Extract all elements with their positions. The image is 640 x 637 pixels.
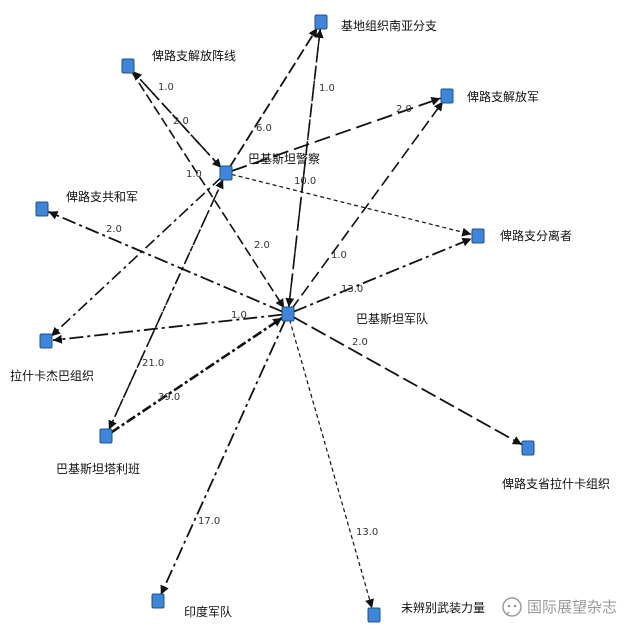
node-marker xyxy=(440,88,454,104)
node-marker xyxy=(471,228,485,244)
node-aq-south: 基地组织南亚分支 xyxy=(314,14,437,33)
node-marker xyxy=(314,14,328,30)
node-separatists: 俾路支分离者 xyxy=(471,228,572,244)
edge-weight-label: 2.0 xyxy=(396,104,412,115)
edge-pak_army-to-let_bal xyxy=(292,316,523,446)
edge-weight-label: 6.0 xyxy=(256,123,272,134)
edge-pak_police-to-bla_army xyxy=(231,97,441,172)
edge-weight-label: 2.0 xyxy=(352,337,368,348)
node-unknown: 未辨别武装力量 xyxy=(367,601,485,623)
node-indian-army: 印度军队 xyxy=(151,593,232,619)
node-pak-police: 巴基斯坦警察 xyxy=(219,151,320,181)
nodes-layer: 巴基斯坦军队 巴基斯坦警察 基地组织南亚分支俾路支解放阵线俾路支解放军俾路支共和军俾… xyxy=(10,14,610,623)
node-label: 俾路支解放阵线 xyxy=(152,48,236,63)
edge-pak_police-to-bla_line xyxy=(132,70,223,170)
node-label: 巴基斯坦军队 xyxy=(356,311,428,326)
edge-weight-label: 2.0 xyxy=(106,224,122,235)
node-label: 拉什卡杰巴组织 xyxy=(10,368,94,383)
node-marker xyxy=(521,440,535,456)
node-label: 俾路支共和军 xyxy=(66,189,138,204)
edge-weight-label: 2.0 xyxy=(254,240,270,251)
node-brg: 俾路支共和军 xyxy=(35,189,138,217)
edge-pak_army-to-lej xyxy=(52,313,283,344)
node-marker xyxy=(121,58,135,74)
edge-pak_army-to-separatists xyxy=(293,237,472,313)
edge-weight-label: 13.0 xyxy=(356,527,378,538)
edge-weight-label: 1.0 xyxy=(331,250,347,261)
edge-pak_police-to-aq_south xyxy=(228,27,319,169)
edge-bla_line-to-pak_army xyxy=(130,70,285,309)
node-marker xyxy=(367,607,381,623)
edge-weight-label: 39.0 xyxy=(158,392,180,403)
node-marker xyxy=(151,593,165,609)
node-marker xyxy=(39,333,53,349)
node-label: 未辨别武装力量 xyxy=(401,601,485,615)
node-label: 基地组织南亚分支 xyxy=(341,18,437,33)
node-lej: 拉什卡杰巴组织 xyxy=(10,333,94,383)
edge-pak_army-to-bla_army xyxy=(290,101,444,310)
edge-weight-label: 1.0 xyxy=(158,82,174,93)
edge-pak_police-to-separatists xyxy=(231,173,472,237)
edge-weight-label: 1.0 xyxy=(186,169,202,180)
node-label: 巴基斯坦警察 xyxy=(248,151,320,166)
edge-weight-label: 21.0 xyxy=(142,358,164,369)
node-label: 俾路支解放军 xyxy=(467,89,539,104)
node-marker xyxy=(219,165,233,181)
edge-pak_police-to-lej xyxy=(50,176,223,337)
edge-weight-label: 1.0 xyxy=(319,83,335,94)
edge-pak_army-to-indian_army xyxy=(160,319,287,595)
edge-ttp-to-pak_army xyxy=(110,316,283,434)
edge-weight-label: 2.0 xyxy=(173,116,189,127)
node-label: 俾路支分离者 xyxy=(500,228,572,243)
watermark: 国际展望杂志 xyxy=(502,597,617,617)
edge-pak_army-to-aq_south xyxy=(287,28,324,309)
edge-weight-label: 17.0 xyxy=(198,516,220,527)
edge-weight-label: 13.0 xyxy=(341,284,363,295)
edge-pak_army-to-brg xyxy=(48,210,283,313)
edge-weight-label: 1.0 xyxy=(231,310,247,321)
node-pak-army: 巴基斯坦军队 xyxy=(281,306,428,326)
node-bla-line: 俾路支解放阵线 xyxy=(121,48,236,74)
node-label: 印度军队 xyxy=(184,604,232,619)
edge-weight-label: 10.0 xyxy=(294,176,316,187)
node-marker xyxy=(281,306,295,322)
edges-layer: 1.0 2.0 6.0 2.0 1.0 1.0 2.0 10.0 1.0 13.0 2.0 1.0 39… xyxy=(48,27,523,609)
watermark-text: 国际展望杂志 xyxy=(527,598,617,616)
wechat-icon xyxy=(502,597,522,617)
node-marker xyxy=(99,428,113,444)
node-label: 巴基斯坦塔利班 xyxy=(56,462,140,476)
node-marker xyxy=(35,201,49,217)
node-bla-army: 俾路支解放军 xyxy=(440,88,539,104)
edge-pak_army-to-unknown xyxy=(289,319,374,609)
node-label: 俾路支省拉什卡组织 xyxy=(502,476,610,491)
node-ttp: 巴基斯坦塔利班 xyxy=(56,428,140,476)
edge-pak_police-to-ttp xyxy=(108,178,225,430)
node-let-bal: 俾路支省拉什卡组织 xyxy=(502,440,610,491)
